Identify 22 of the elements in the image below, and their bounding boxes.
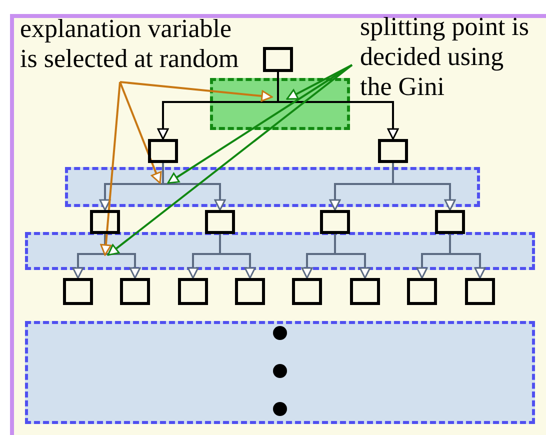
leader-arrow	[167, 64, 353, 184]
tree-node-box	[205, 210, 235, 234]
tree-node-box	[63, 278, 93, 305]
tree-node-box	[407, 278, 437, 305]
tree-node-box	[292, 278, 322, 305]
tree-node-box	[263, 47, 293, 72]
tree-node-box	[178, 278, 208, 305]
annotation-text: explanation variable is selected at random	[20, 14, 240, 74]
tree-node-box	[120, 278, 150, 305]
tree-node-box	[378, 139, 408, 163]
tree-node-box	[148, 139, 178, 163]
tree-node-box	[465, 278, 495, 305]
tree-node-box	[90, 210, 120, 234]
tree-node-box	[235, 278, 265, 305]
leader-arrow	[119, 82, 162, 184]
leader-arrow	[100, 82, 121, 256]
annotation-text: splitting point is decided using the Gini	[360, 12, 530, 102]
tree-node-box	[350, 278, 380, 305]
tree-node-box	[435, 210, 465, 234]
leader-arrow	[107, 64, 353, 256]
leader-arrow	[120, 81, 273, 102]
tree-node-box	[320, 210, 350, 234]
